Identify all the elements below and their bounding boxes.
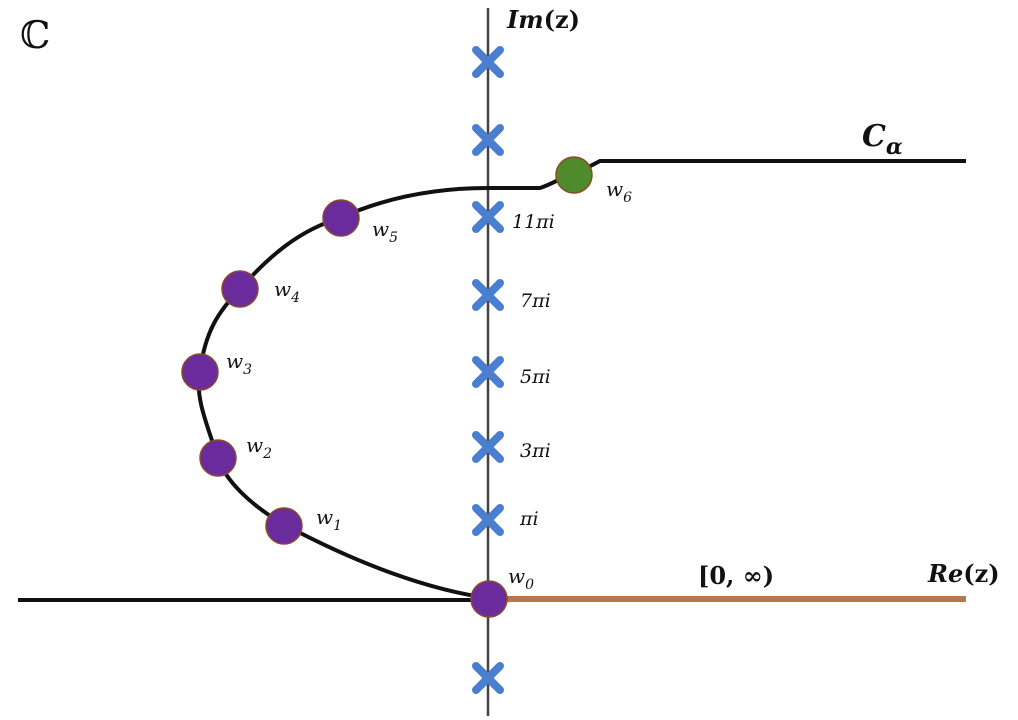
pole-x-mark (472, 356, 504, 388)
pole-label: 11πi (512, 211, 555, 233)
complex-plane-symbol: ℂ (20, 13, 50, 57)
pole-x-mark (472, 279, 504, 311)
point-label-w3: w3 (226, 349, 252, 378)
contour-point-w4 (221, 270, 259, 308)
contour-point-w6 (555, 156, 593, 194)
contour-point-w1 (265, 507, 303, 545)
point-label-w6: w6 (606, 177, 632, 206)
pole-x-mark (472, 46, 504, 78)
pole-x-mark (472, 431, 504, 463)
contour-point-w3 (181, 353, 219, 391)
imaginary-axis-label: Im(z) (506, 5, 580, 34)
point-label-w5: w5 (372, 217, 398, 246)
contour-points (181, 156, 593, 618)
pole-label: 7πi (520, 290, 551, 312)
point-label-w1: w1 (316, 505, 342, 534)
contour-point-w2 (199, 439, 237, 477)
point-label-w0: w0 (508, 564, 534, 593)
pole-label: 5πi (520, 366, 551, 388)
pole-x-mark (472, 504, 504, 536)
pole-x-mark (472, 662, 504, 694)
contour-point-w0 (470, 580, 508, 618)
contour-label: Cα (862, 119, 903, 160)
branch-cut-label: [0, ∞) (698, 561, 774, 590)
real-axis-label: Re(z) (927, 559, 1000, 588)
contour-point-w5 (322, 199, 360, 237)
point-label-w2: w2 (246, 433, 272, 462)
pole-label: 3πi (520, 440, 551, 462)
pole-label: πi (519, 508, 539, 530)
point-label-w4: w4 (274, 277, 300, 306)
pole-x-mark (472, 201, 504, 233)
contour-c-alpha (196, 159, 966, 600)
pole-x-mark (472, 124, 504, 156)
poles (472, 46, 504, 694)
